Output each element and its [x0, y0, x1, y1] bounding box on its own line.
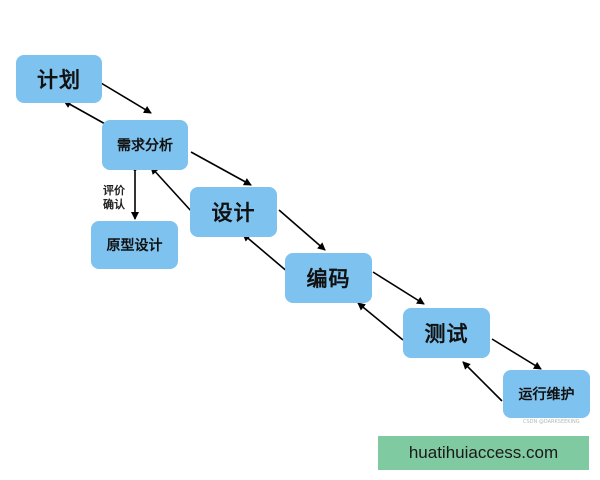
- arrow-testing-back-to-coding: [357, 302, 404, 341]
- node-coding: 编码: [285, 253, 372, 303]
- node-testing: 测试: [403, 308, 490, 358]
- node-prototype: 原型设计: [91, 221, 178, 269]
- arrow-design-to-coding: [278, 209, 326, 251]
- arrow-requirements-to-design: [190, 151, 252, 186]
- arrow-requirements-back-to-plan: [63, 100, 108, 126]
- node-operations: 运行维护: [503, 370, 590, 418]
- arrow-coding-to-testing: [372, 271, 425, 305]
- arrow-plan-to-requirements: [100, 82, 152, 114]
- arrow-design-back-to-requirements: [150, 166, 193, 213]
- node-requirements: 需求分析: [102, 120, 188, 170]
- node-plan: 计划: [16, 55, 102, 103]
- label-evaluate-confirm: 评价 确认: [103, 184, 125, 211]
- node-design: 设计: [190, 187, 277, 237]
- arrow-operations-back-to-testing: [462, 361, 503, 402]
- site-banner: huatihuiaccess.com: [378, 436, 589, 470]
- arrow-testing-to-operations: [491, 338, 542, 370]
- watermark-text: CSDN @DARKSEEKING: [523, 419, 580, 425]
- arrow-coding-back-to-design: [242, 233, 290, 274]
